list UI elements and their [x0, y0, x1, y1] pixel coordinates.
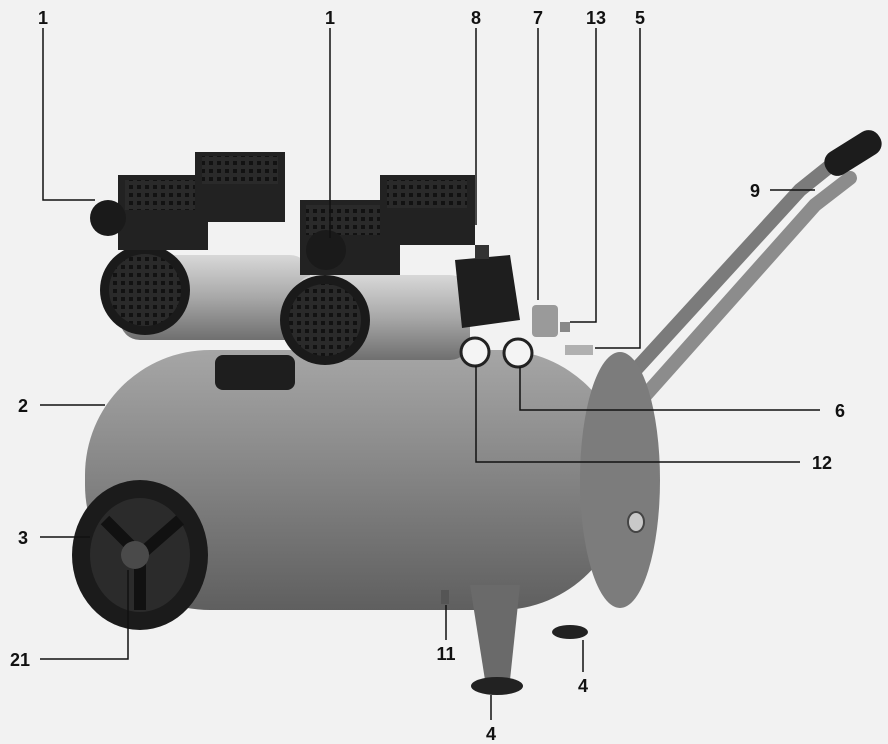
callout-pressure-switch: 8 — [471, 8, 481, 28]
outlet-manometer — [502, 337, 534, 369]
callout-tank: 2 — [18, 396, 28, 416]
motor-center — [280, 175, 475, 365]
handle-grip — [824, 130, 882, 176]
callout-outlet-upper: 13 — [586, 8, 606, 28]
tank-manometer — [459, 336, 491, 368]
callout-wheel-cap: 21 — [10, 650, 30, 670]
pressure-regulator — [532, 305, 558, 337]
wheel-cap — [121, 541, 149, 569]
callout-tank-manometer: 12 — [812, 453, 832, 473]
tank-gauge-small — [627, 511, 645, 533]
drain-valve — [441, 590, 449, 604]
callout-air-filter-center: 1 — [325, 8, 335, 28]
callout-foot-front: 4 — [486, 724, 496, 744]
callout-quick-coupling: 5 — [635, 8, 645, 28]
capacitor-box — [215, 355, 295, 390]
callout-foot-right: 4 — [578, 676, 588, 696]
pressure-switch — [455, 255, 520, 328]
callout-drain-valve: 11 — [436, 644, 455, 664]
air-filter-left — [90, 200, 126, 236]
callout-handle: 9 — [750, 181, 760, 201]
wheel — [72, 480, 208, 630]
callout-outlet-manometer: 6 — [835, 401, 845, 421]
callout-pressure-regulator: 7 — [533, 8, 543, 28]
quick-coupling — [565, 345, 593, 355]
controls — [215, 245, 593, 390]
outlet-upper — [560, 322, 570, 332]
air-filter-center — [306, 230, 346, 270]
callout-wheel: 3 — [18, 528, 28, 548]
callout-labels: 1 1 8 7 13 5 9 2 6 12 3 21 11 4 4 — [10, 8, 845, 744]
feet — [441, 585, 588, 695]
foot-front — [471, 677, 523, 695]
callout-air-filter-left: 1 — [38, 8, 48, 28]
foot-right — [552, 625, 588, 639]
leader-lines — [40, 28, 820, 720]
motor-left — [90, 152, 310, 340]
tank — [85, 350, 660, 610]
